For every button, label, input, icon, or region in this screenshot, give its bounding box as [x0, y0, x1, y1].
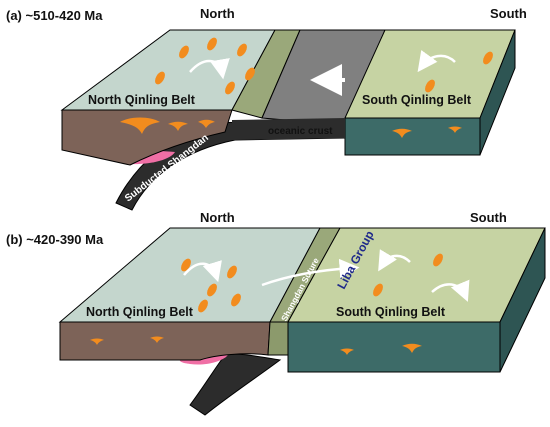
magma-south-a: [392, 51, 493, 138]
south-block-front-b: [287, 321, 501, 373]
magma-intrusions-b: [90, 336, 164, 345]
magma-blob: [181, 258, 191, 272]
north-belt-label-b: North Qinling Belt: [86, 305, 194, 319]
panel-b-north-label: North: [200, 210, 235, 225]
flow-arrow-north-a: [189, 58, 230, 80]
pluton-icon: [340, 348, 354, 355]
north-belt-label-a: North Qinling Belt: [88, 93, 196, 107]
suture-side-b: [267, 321, 289, 356]
panel-b-title: (b) ~420-390 Ma: [6, 232, 104, 247]
flow-arrow-cross-b: [261, 258, 360, 287]
magma-blob: [225, 81, 235, 95]
panel-a-title: (a) ~510-420 Ma: [6, 8, 103, 23]
north-block-side-b: [59, 321, 271, 361]
pluton-icon: [448, 126, 462, 133]
magma-blob: [207, 37, 217, 51]
oceanic-crust-label-a: oceanic crust: [268, 126, 333, 137]
flow-arrow-north-b: [183, 260, 222, 283]
pluton-icon: [402, 343, 422, 353]
south-belt-label-a: South Qinling Belt: [362, 93, 472, 107]
subducted-slab-b: [189, 353, 282, 416]
magma-blob: [179, 45, 189, 59]
pluton-icon: [150, 336, 164, 343]
magma-blob: [198, 299, 208, 313]
oceanic-crust-band-a: [232, 118, 345, 140]
magma-intrusions-a: [120, 117, 215, 134]
magma-blob: [155, 71, 165, 85]
pluton-icon: [168, 121, 188, 131]
panel-a-south-label: South: [490, 6, 527, 21]
magma-blobs-north-a: [155, 37, 255, 95]
magma-blob: [433, 253, 443, 267]
magma-blob: [425, 79, 435, 93]
magma-blob: [237, 43, 247, 57]
south-block-front-a: [344, 117, 481, 156]
magma-blob: [231, 293, 241, 307]
magma-blob: [227, 265, 237, 279]
panel-a: (a) ~510-420 Ma North South North Qinlin…: [6, 6, 527, 211]
south-block-right-a: [479, 29, 516, 156]
panel-b-south-label: South: [470, 210, 507, 225]
south-belt-label-b: South Qinling Belt: [336, 305, 446, 319]
magma-blob: [373, 283, 383, 297]
flow-arrow-south-right-b: [431, 279, 470, 302]
panel-a-north-label: North: [200, 6, 235, 21]
pluton-icon: [198, 119, 215, 128]
magma-blob: [483, 51, 493, 65]
pluton-icon: [90, 338, 104, 345]
north-block-side-a: [61, 109, 233, 166]
magma-blobs-north-b: [181, 258, 241, 313]
flow-arrow-south-a: [417, 50, 456, 73]
magma-blob: [207, 283, 217, 297]
pluton-icon: [392, 128, 412, 138]
flow-arrow-south-left-b: [378, 249, 411, 272]
panel-b: (b) ~420-390 Ma North South North Qinlin…: [6, 210, 546, 416]
magma-blob: [245, 67, 255, 81]
pluton-icon: [120, 117, 160, 134]
magma-south-b: [340, 253, 443, 355]
south-block-right-b: [499, 227, 546, 373]
